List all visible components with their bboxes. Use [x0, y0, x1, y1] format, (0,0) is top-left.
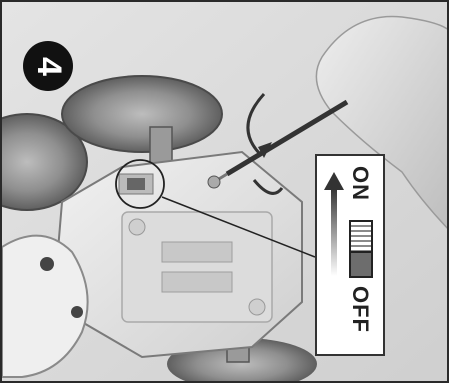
up-arrow-icon: [323, 170, 345, 280]
step-number: 4: [28, 57, 67, 76]
switch-knob: [351, 251, 371, 276]
power-switch: [349, 220, 373, 278]
car-body: [57, 152, 302, 357]
switch-callout: ON OFF: [315, 154, 385, 356]
switch-off-label: OFF: [347, 286, 373, 333]
step-number-badge: 4: [23, 41, 73, 91]
switch-on-label: ON: [347, 166, 373, 201]
